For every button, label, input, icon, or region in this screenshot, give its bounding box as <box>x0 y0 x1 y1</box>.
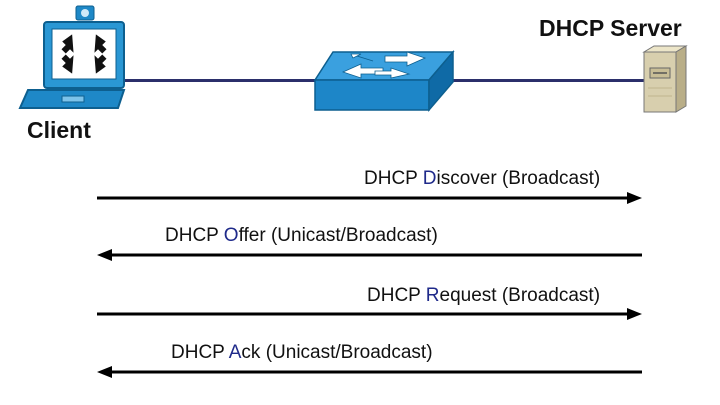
message-initial: A <box>228 342 242 363</box>
server-label: DHCP Server <box>539 15 682 41</box>
message-prefix: DHCP <box>364 168 423 189</box>
message-rest: iscover (Broadcast) <box>436 168 601 189</box>
arrow-request <box>97 307 642 321</box>
arrow-ack <box>97 365 642 379</box>
message-initial: D <box>422 168 437 189</box>
client-label: Client <box>27 117 91 143</box>
message-initial: R <box>425 285 440 306</box>
client-laptop-icon <box>18 4 130 114</box>
message-rest: ck (Unicast/Broadcast) <box>241 342 433 363</box>
switch-icon <box>313 44 461 114</box>
arrow-discover <box>97 191 642 205</box>
message-rest: equest (Broadcast) <box>439 285 601 306</box>
message-label-discover: DHCP Discover (Broadcast) <box>364 168 600 190</box>
message-label-request: DHCP Request (Broadcast) <box>367 285 600 307</box>
message-prefix: DHCP <box>165 225 224 246</box>
message-rest: ffer (Unicast/Broadcast) <box>238 225 438 246</box>
message-prefix: DHCP <box>171 342 229 363</box>
server-icon <box>640 44 690 114</box>
arrow-offer <box>97 248 642 262</box>
message-label-offer: DHCP Offer (Unicast/Broadcast) <box>165 225 438 247</box>
message-label-ack: DHCP Ack (Unicast/Broadcast) <box>171 342 433 364</box>
message-initial: O <box>223 225 239 246</box>
message-prefix: DHCP <box>367 285 426 306</box>
